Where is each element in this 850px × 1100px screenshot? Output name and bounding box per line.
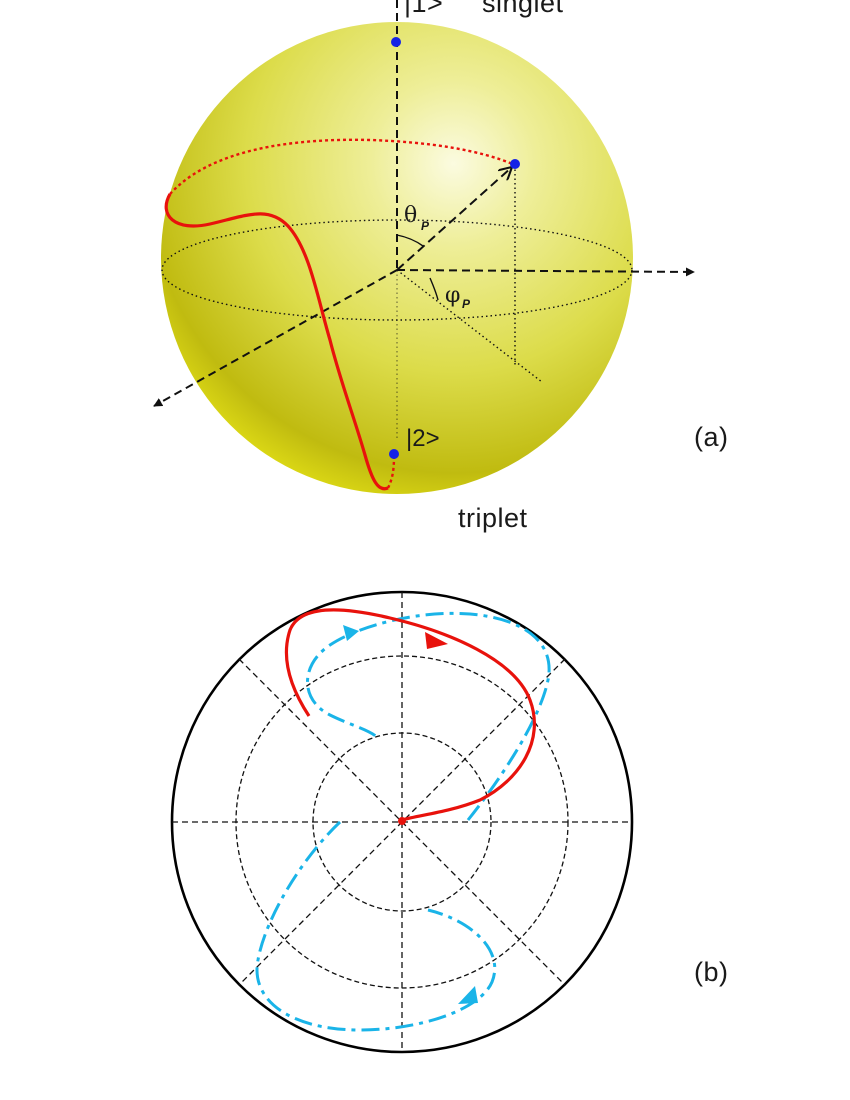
theta-arc	[396, 234, 424, 247]
state-top-label: |1>	[404, 0, 443, 18]
state-bottom-label: |2>	[406, 425, 440, 452]
panel-b: (b)	[170, 590, 729, 1054]
y-axis	[396, 267, 695, 277]
panel-a: |1> singlet θ P φ P |2> triplet (a)	[153, 0, 729, 533]
panel-b-label: (b)	[694, 957, 729, 987]
solid-curve-arrow	[425, 632, 448, 649]
state-vector	[396, 167, 512, 271]
dashed-curve-arrow-upper	[343, 625, 359, 641]
state-point-vector	[510, 159, 520, 169]
trajectory-front	[164, 193, 389, 491]
panel-a-label: (a)	[694, 422, 729, 452]
state-bottom-name: triplet	[458, 503, 528, 533]
dashed-curve-upper	[306, 611, 551, 821]
x-axis	[153, 269, 398, 407]
dashed-curve-arrow-lower	[458, 986, 478, 1004]
dashed-curve-lower	[255, 820, 497, 1032]
state-top-name: singlet	[482, 0, 564, 18]
phi-arc	[429, 277, 439, 301]
trajectory-back-top	[169, 138, 516, 195]
theta-symbol: θ	[404, 203, 417, 228]
phi-subscript: P	[462, 297, 471, 311]
state-point-bottom	[389, 449, 399, 459]
phi-symbol: φ	[445, 283, 460, 308]
bloch-sphere	[161, 22, 633, 494]
origin-point	[398, 817, 406, 825]
solid-curve	[284, 608, 536, 822]
theta-subscript: P	[421, 219, 430, 233]
state-point-top	[391, 37, 401, 47]
